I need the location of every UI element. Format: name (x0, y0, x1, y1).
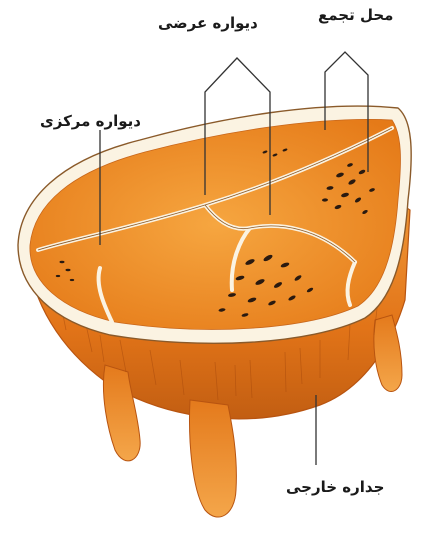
label-transverse-wall: دیواره عرضی (158, 14, 258, 32)
label-outer-wall: جداره خارجی (286, 478, 384, 496)
label-collection-site: محل تجمع (318, 6, 393, 24)
label-central-wall: دیواره مرکزی (40, 112, 141, 130)
